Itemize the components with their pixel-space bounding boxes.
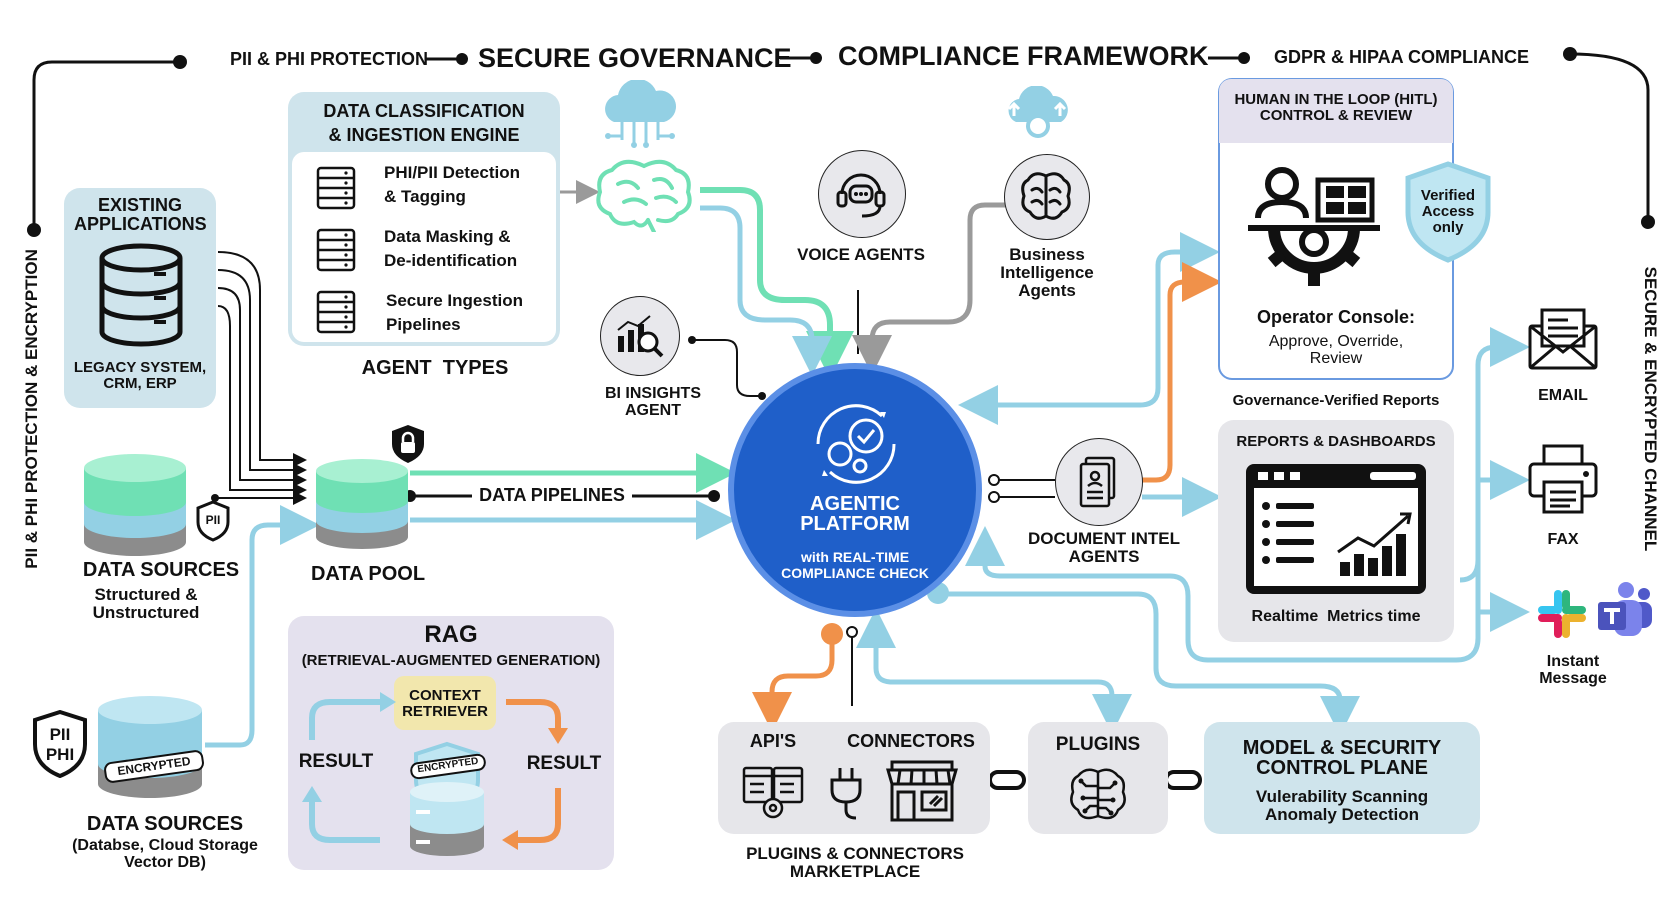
header-gdpr-hipaa: GDPR & HIPAA COMPLIANCE <box>1274 47 1530 67</box>
data-pool-title: DATA POOL <box>310 563 426 585</box>
side-label-right: SECURE & ENCRYPTED CHANNEL <box>1640 266 1660 552</box>
governance-verified-reports-label: Governance-Verified Reports <box>1232 392 1440 409</box>
model-security-title-2: CONTROL PLANE <box>1256 757 1428 779</box>
shield-pii-label: PII <box>49 725 71 744</box>
model-security-title-1: MODEL & SECURITY <box>1242 737 1442 759</box>
classification-item-3-line2: Pipelines <box>386 315 461 334</box>
dashboard-icon <box>1246 464 1426 594</box>
reports-dashboards-title: REPORTS & DASHBOARDS <box>1236 433 1436 450</box>
data-pipelines-label: DATA PIPELINES <box>479 485 625 505</box>
operator-console-text: Approve, Override, Review <box>1268 333 1404 367</box>
bi-insights-agent-label: BI INSIGHTS AGENT <box>604 385 701 419</box>
context-retriever-line2: RETRIEVER <box>402 703 488 720</box>
classification-item-2-line1: Data Masking & <box>384 227 511 246</box>
server-icon <box>316 290 356 334</box>
data-sources-2-title: DATA SOURCES <box>86 813 244 835</box>
agentic-platform-subtitle-2: COMPLIANCE CHECK <box>781 565 929 581</box>
rag-subtitle: (RETRIEVAL-AUGMENTED GENERATION) <box>301 652 601 669</box>
teams-icon <box>1598 582 1652 636</box>
hitl-title-1: HUMAN IN THE LOOP (HITL) <box>1234 91 1438 108</box>
marketplace-caption-2: MARKETPLACE <box>789 862 921 881</box>
chart-magnifier-icon <box>617 315 664 358</box>
instant-message-label: Instant Message <box>1539 653 1607 687</box>
marketplace-caption-1: PLUGINS & CONNECTORS <box>746 844 964 863</box>
fax-label: FAX <box>1547 531 1579 548</box>
encrypted-db-cylinder-icon <box>98 696 202 798</box>
classification-engine-title-2: & INGESTION ENGINE <box>328 125 520 145</box>
header-compliance-framework: COMPLIANCE FRAMEWORK <box>838 41 1209 71</box>
header-secure-governance: SECURE GOVERNANCE <box>478 43 792 73</box>
verified-access-label: Verified Access only <box>1420 187 1476 236</box>
email-label: EMAIL <box>1538 387 1588 404</box>
plug-icon <box>830 768 862 820</box>
model-security-line-1: Vulerability Scanning <box>1255 787 1429 806</box>
document-icon <box>1079 456 1116 508</box>
classification-item-1-line1: PHI/PII Detection <box>384 163 521 182</box>
agentic-platform-node[interactable] <box>728 363 982 617</box>
hitl-header <box>1219 79 1453 143</box>
pii-shield-icon <box>196 500 230 542</box>
classification-item-3-line1: Secure Ingestion <box>386 291 523 310</box>
context-retriever-line1: CONTEXT <box>409 687 481 704</box>
storefront-icon <box>886 760 958 822</box>
email-icon <box>1528 308 1598 370</box>
agent-types-label: AGENT TYPES <box>361 357 509 379</box>
server-icon <box>316 166 356 210</box>
apis-label: API'S <box>749 731 797 751</box>
rag-loop-arrows <box>302 692 568 850</box>
voice-agents-label: VOICE AGENTS <box>797 245 925 264</box>
classification-engine-title-1: DATA CLASSIFICATION <box>323 101 525 121</box>
rag-result-left: RESULT <box>298 751 374 772</box>
existing-applications-title: EXISTING APPLICATIONS <box>74 195 207 234</box>
operator-gear-icon <box>1248 167 1380 286</box>
operator-console-title: Operator Console: <box>1256 307 1416 327</box>
verified-shield-icon <box>1405 161 1491 263</box>
business-intelligence-agents-label: Business Intelligence Agents <box>1000 245 1094 300</box>
agentic-platform-title-2: PLATFORM <box>800 513 910 535</box>
slack-icon <box>1538 590 1586 638</box>
pii-phi-shield-icon <box>33 710 87 778</box>
rag-title: RAG <box>424 621 478 648</box>
connectors-label: CONNECTORS <box>847 731 975 751</box>
brain-circuit-icon <box>1070 768 1126 820</box>
data-sources-title: DATA SOURCES <box>82 559 240 581</box>
brain-icon <box>596 159 692 232</box>
existing-applications-caption: LEGACY SYSTEM, CRM, ERP <box>73 359 207 392</box>
rag-result-right: RESULT <box>526 753 602 774</box>
model-security-line-2: Anomaly Detection <box>1265 805 1419 824</box>
cloud-gear-icon <box>1007 86 1068 138</box>
data-sources-subtitle: Structured & Unstructured <box>92 585 200 622</box>
classification-engine-inner <box>292 152 556 342</box>
lock-shield-icon <box>392 425 424 463</box>
gears-check-icon <box>816 404 896 484</box>
data-pool-cylinder-icon <box>316 459 408 549</box>
headset-icon <box>836 173 886 218</box>
document-intel-agents-label: DOCUMENT INTEL AGENTS <box>1027 529 1181 566</box>
database-icon <box>99 243 183 347</box>
shield-phi-label: PHI <box>45 745 75 764</box>
reports-dashboards-caption: Realtime Metrics time <box>1251 608 1421 625</box>
agentic-platform-title-1: AGENTIC <box>810 493 900 515</box>
model-security-panel <box>1204 722 1480 834</box>
classification-item-1-line2: & Tagging <box>384 187 466 206</box>
hitl-title-2: CONTROL & REVIEW <box>1259 107 1413 124</box>
data-sources-cylinder-icon <box>84 454 186 556</box>
brain-gear-icon <box>1021 172 1071 220</box>
side-label-left: PII & PHI PROTECTION & ENCRYPTION <box>22 249 42 569</box>
pii-badge-label: PII <box>205 513 221 527</box>
header-pii-phi-protection: PII & PHI PROTECTION <box>230 49 429 69</box>
context-retriever-box <box>394 676 496 730</box>
api-settings-icon <box>742 766 804 819</box>
fax-icon <box>1528 444 1598 514</box>
classification-item-2-line2: De-identification <box>384 251 518 270</box>
agentic-platform-subtitle-1: with REAL-TIME <box>800 549 910 565</box>
cloud-network-icon <box>605 80 676 148</box>
plugins-title: PLUGINS <box>1055 734 1141 755</box>
marketplace-panel <box>718 722 990 834</box>
server-icon <box>316 228 356 272</box>
data-sources-2-subtitle: (Databse, Cloud Storage Vector DB) <box>72 837 258 871</box>
